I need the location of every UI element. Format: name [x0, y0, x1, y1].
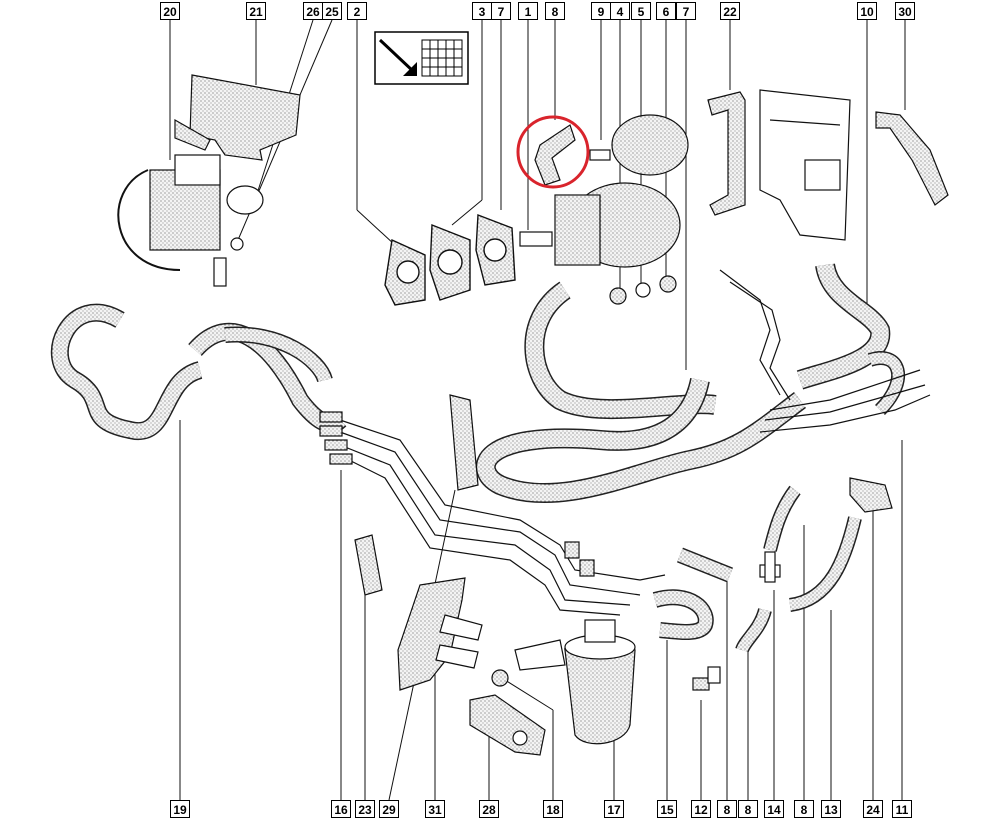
callout-29: 29	[379, 800, 399, 818]
heat-shield-31	[397, 577, 483, 691]
callout-7a: 7	[491, 2, 511, 20]
callout-17: 17	[604, 800, 624, 818]
callout-14: 14	[764, 800, 784, 818]
callout-21: 21	[246, 2, 266, 20]
gasket-7	[475, 214, 516, 286]
bracket-28	[469, 694, 546, 756]
callout-8-b3: 8	[794, 800, 814, 818]
callout-23: 23	[355, 800, 375, 818]
callout-28: 28	[479, 800, 499, 818]
callout-18: 18	[543, 800, 563, 818]
callout-12: 12	[691, 800, 711, 818]
callout-5: 5	[631, 2, 651, 20]
note-symbol-icon	[374, 31, 469, 85]
bracket-21	[174, 74, 301, 161]
callout-30: 30	[895, 2, 915, 20]
nut-18	[491, 669, 509, 687]
hose-22	[707, 91, 746, 216]
callout-16: 16	[331, 800, 351, 818]
gasket-3	[429, 223, 471, 301]
callout-2: 2	[347, 2, 367, 20]
callout-26: 26	[303, 2, 323, 20]
callout-24: 24	[863, 800, 883, 818]
callout-8-b1: 8	[717, 800, 737, 818]
clip-24	[849, 477, 893, 513]
callout-7b: 7	[676, 2, 696, 20]
hose-lines	[50, 262, 905, 503]
bracket-29	[449, 394, 479, 491]
callout-31: 31	[425, 800, 445, 818]
callout-20: 20	[160, 2, 180, 20]
leader-lines	[169, 19, 906, 801]
highlight-circle	[516, 115, 590, 189]
valve-body-1	[519, 114, 689, 268]
callout-11: 11	[892, 800, 912, 818]
callout-10: 10	[857, 2, 877, 20]
canister-17	[514, 619, 636, 745]
gasket-2	[384, 238, 426, 306]
callout-13: 13	[821, 800, 841, 818]
tee-connector-14	[759, 551, 781, 583]
small-hoses	[652, 485, 862, 653]
callout-22: 22	[720, 2, 740, 20]
elbow-hose-8	[534, 124, 576, 186]
callout-8-b2: 8	[738, 800, 758, 818]
callout-6: 6	[656, 2, 676, 20]
sensor-12	[692, 666, 721, 691]
clip-23	[354, 534, 383, 596]
callout-15: 15	[657, 800, 677, 818]
callout-1: 1	[518, 2, 538, 20]
callout-4: 4	[610, 2, 630, 20]
pipe-fittings	[319, 411, 595, 577]
callout-8-top: 8	[545, 2, 565, 20]
callout-19: 19	[170, 800, 190, 818]
pipe-bundle	[339, 269, 931, 616]
callout-25: 25	[322, 2, 342, 20]
nuts-4-5-6	[609, 275, 677, 305]
hose-30	[875, 111, 949, 206]
solenoid-assembly-20	[117, 154, 264, 287]
engine-section	[759, 89, 851, 241]
